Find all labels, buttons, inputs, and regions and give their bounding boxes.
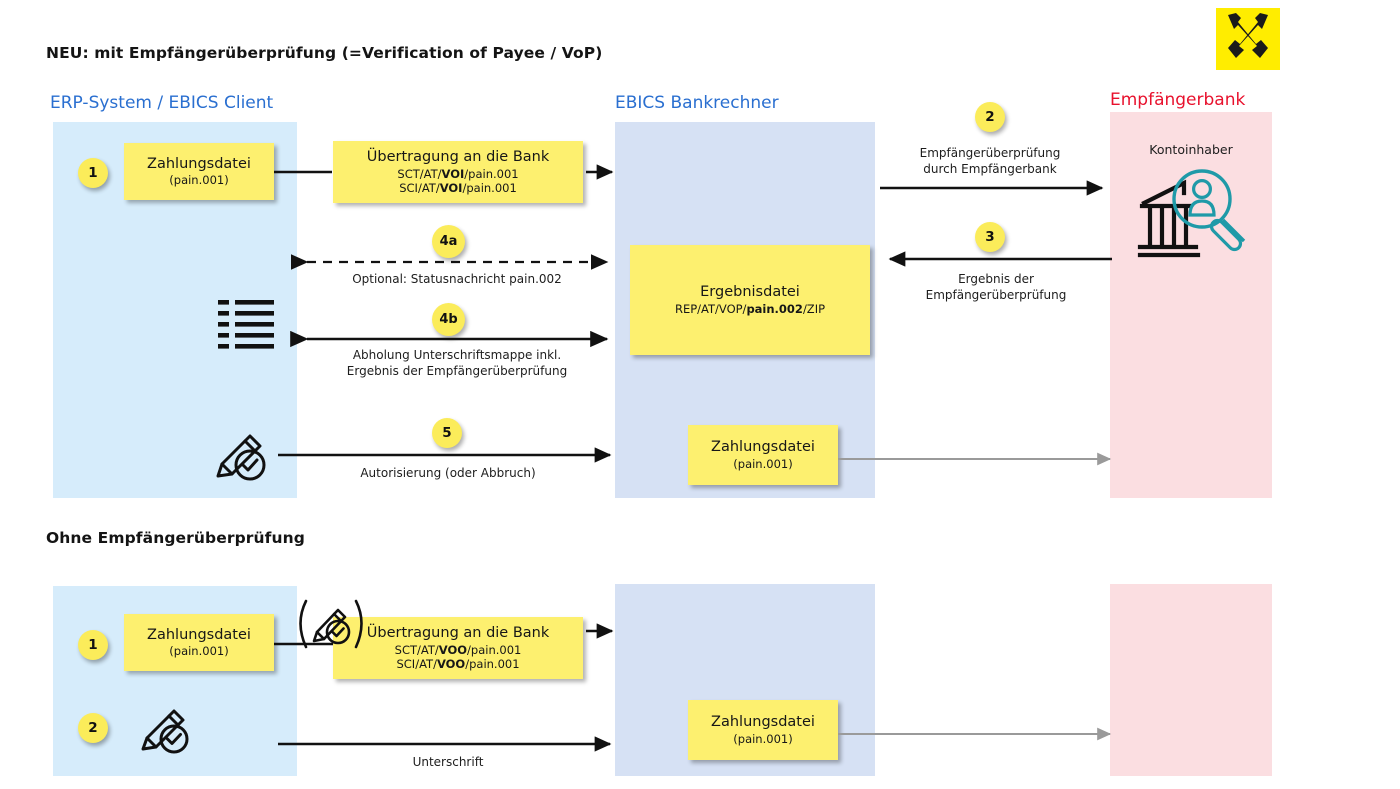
lane-bank-bottom — [1110, 584, 1272, 776]
caption-vop-request: Empfängerüberprüfung durch Empfängerbank — [919, 146, 1061, 176]
arrow-vop-result — [888, 251, 1112, 267]
step-badge-4a: 4a — [432, 225, 465, 258]
step-badge-5: 5 — [432, 418, 462, 448]
lane-label-erp: ERP-System / EBICS Client — [50, 93, 274, 113]
note-line-2: SCI/AT/VOI/pain.001 — [399, 180, 517, 195]
note-title: Übertragung an die Bank — [366, 149, 550, 166]
step-badge-3-top: 3 — [975, 222, 1005, 252]
note-title: Zahlungsdatei — [711, 439, 815, 456]
arrow-signature-bottom — [278, 736, 612, 752]
note-ergebnisdatei: Ergebnisdatei REP/AT/VOP/pain.002/ZIP — [630, 245, 870, 355]
lane-bank-top — [1110, 112, 1272, 498]
caption-pickup: Abholung Unterschriftsmappe inkl. Ergebn… — [346, 348, 568, 378]
lane-label-empfaengerbank: Empfängerbank — [1110, 90, 1246, 110]
arrow-status-message-4a — [290, 254, 609, 270]
note-title: Ergebnisdatei — [700, 284, 800, 301]
section-title-top: NEU: mit Empfängerüberprüfung (=Verifica… — [46, 44, 603, 62]
connector-line-1-top — [274, 170, 332, 174]
lane-label-ebics: EBICS Bankrechner — [615, 93, 779, 113]
note-subtitle: (pain.001) — [169, 173, 229, 188]
caption-status-message: Optional: Statusnachricht pain.002 — [352, 272, 562, 286]
arrow-transfer-to-ebics-top — [586, 164, 614, 180]
step-badge-1-top: 1 — [78, 158, 108, 188]
arrow-pickup-4b — [290, 330, 609, 348]
caption-authorization: Autorisierung (oder Abbruch) — [360, 466, 536, 480]
step-badge-4b: 4b — [432, 303, 465, 336]
bank-account-holder-magnifier-icon — [1137, 163, 1264, 263]
note-title: Zahlungsdatei — [711, 714, 815, 731]
arrow-vop-request — [880, 180, 1104, 196]
caption-vop-result: Ergebnis der Empfängerüberprüfung — [925, 272, 1067, 302]
note-title: Übertragung an die Bank — [366, 625, 550, 642]
note-line-2: SCI/AT/VOO/pain.001 — [396, 656, 520, 671]
signature-pen-icon-bottom — [138, 700, 196, 756]
note-subtitle: REP/AT/VOP/pain.002/ZIP — [674, 301, 826, 316]
note-title: Zahlungsdatei — [147, 155, 251, 172]
section-title-bottom: Ohne Empfängerüberprüfung — [46, 529, 305, 547]
bank-icon-label: Kontoinhaber — [1149, 142, 1233, 157]
note-title: Zahlungsdatei — [147, 626, 251, 643]
step-badge-2-top: 2 — [975, 102, 1005, 132]
note-zahlungsdatei-top: Zahlungsdatei (pain.001) — [124, 143, 274, 200]
note-line-1: SCT/AT/VOI/pain.001 — [397, 166, 519, 181]
step-badge-2-bottom: 2 — [78, 713, 108, 743]
caption-signature: Unterschrift — [412, 755, 484, 769]
note-uebertragung-bottom: Übertragung an die Bank SCT/AT/VOO/pain.… — [333, 617, 583, 679]
raiffeisen-logo — [1216, 8, 1280, 70]
note-zahlungsdatei-ebics-top: Zahlungsdatei (pain.001) — [688, 425, 838, 485]
note-subtitle: (pain.001) — [169, 644, 229, 659]
note-zahlungsdatei-ebics-bottom: Zahlungsdatei (pain.001) — [688, 700, 838, 760]
note-subtitle: (pain.001) — [733, 731, 793, 746]
note-subtitle: (pain.001) — [733, 456, 793, 471]
arrow-gray-to-bank-top — [838, 452, 1112, 466]
list-icon — [218, 298, 274, 350]
arrow-gray-to-bank-bottom — [838, 727, 1112, 741]
arrow-transfer-to-ebics-bottom — [586, 623, 614, 639]
note-line-1: SCT/AT/VOO/pain.001 — [394, 642, 522, 657]
signature-pen-optional-icon — [293, 597, 369, 653]
arrow-authorization-5 — [278, 447, 612, 463]
signature-pen-icon-top — [212, 424, 274, 484]
note-uebertragung-top: Übertragung an die Bank SCT/AT/VOI/pain.… — [333, 141, 583, 203]
step-badge-1-bottom: 1 — [78, 630, 108, 660]
note-zahlungsdatei-bottom: Zahlungsdatei (pain.001) — [124, 614, 274, 671]
